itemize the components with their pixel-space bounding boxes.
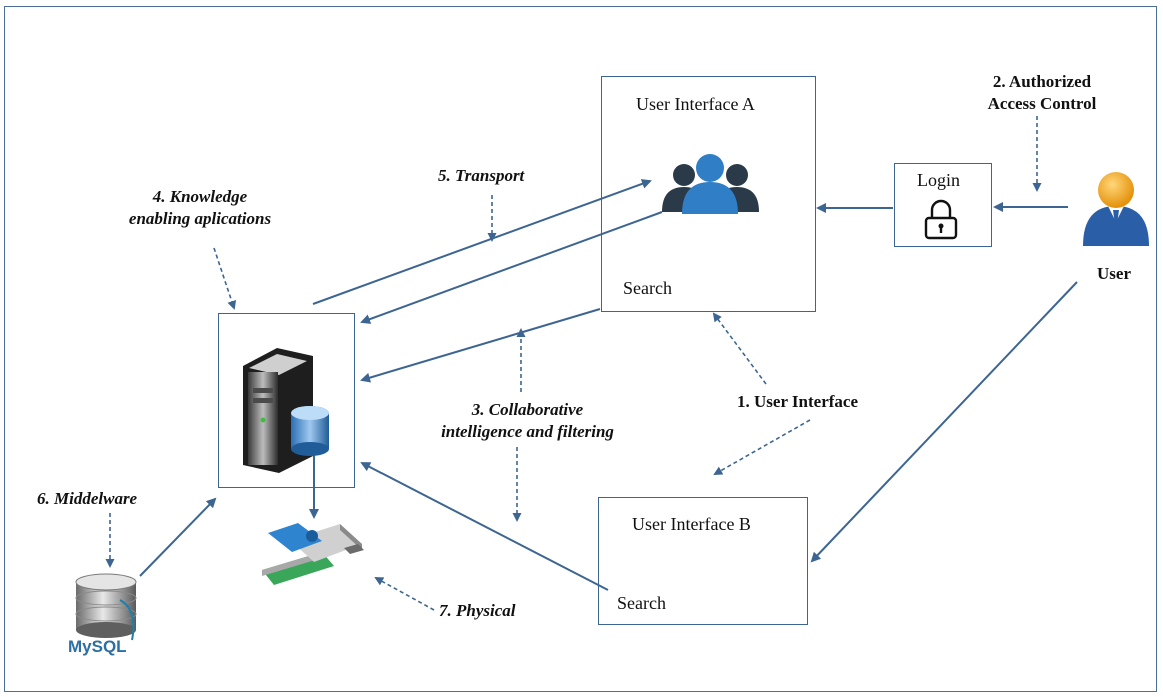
arrow-mysql-to-server — [139, 497, 217, 577]
label-collab-line1: 3. Collaborative — [471, 400, 584, 419]
label-collab-line2: intelligence and filtering — [441, 422, 614, 441]
login-box — [894, 163, 992, 247]
arrow-user-to-ui-b — [810, 281, 1078, 563]
dash-ui-to-ui-a — [712, 312, 767, 385]
dash-knowledge-to-server — [213, 247, 237, 310]
users-group-icon — [662, 154, 759, 214]
label-transport: 5. Transport — [438, 166, 525, 185]
label-knowledge: 4. Knowledge enabling aplications — [100, 186, 300, 230]
user-interface-a-title: User Interface A — [636, 94, 755, 114]
mysql-database-icon: MySQL — [68, 573, 137, 656]
label-authorized-line2: Access Control — [987, 94, 1097, 113]
label-authorized-line1: 2. Authorized — [992, 72, 1092, 91]
label-physical: 7. Physical — [439, 601, 516, 620]
diagram-frame — [4, 6, 1157, 692]
user-interface-b-box — [598, 497, 808, 625]
mysql-logo-text: MySQL — [68, 637, 127, 656]
server-icon — [243, 348, 329, 473]
user-icon — [1083, 172, 1149, 246]
arrow-server-to-ui-a — [312, 179, 652, 305]
user-interface-b-search: Search — [617, 593, 666, 613]
label-knowledge-line2: enabling aplications — [128, 209, 272, 228]
label-user-interface: 1. User Interface — [737, 392, 859, 411]
usb-drive-icon — [262, 523, 364, 585]
arrow-ui-b-to-server — [360, 462, 609, 591]
label-middleware: 6. Middelware — [37, 489, 138, 508]
lock-icon — [924, 199, 958, 240]
user-interface-a-box — [601, 76, 816, 312]
label-authorized-access: 2. Authorized Access Control — [968, 71, 1116, 115]
user-label: User — [1097, 264, 1131, 283]
user-interface-a-search: Search — [623, 278, 672, 298]
arrow-ui-a-to-server-mid — [360, 308, 601, 383]
user-interface-b-title: User Interface B — [632, 514, 751, 534]
arrow-ui-a-to-server-top — [360, 211, 663, 324]
label-collaborative: 3. Collaborative intelligence and filter… — [410, 399, 645, 443]
solid-arrows — [139, 179, 1078, 591]
dash-ui-to-ui-b — [713, 419, 811, 475]
login-title: Login — [917, 170, 960, 190]
label-knowledge-line1: 4. Knowledge — [152, 187, 248, 206]
dash-physical-to-usb — [374, 577, 435, 611]
dashed-arrows — [105, 116, 1042, 611]
